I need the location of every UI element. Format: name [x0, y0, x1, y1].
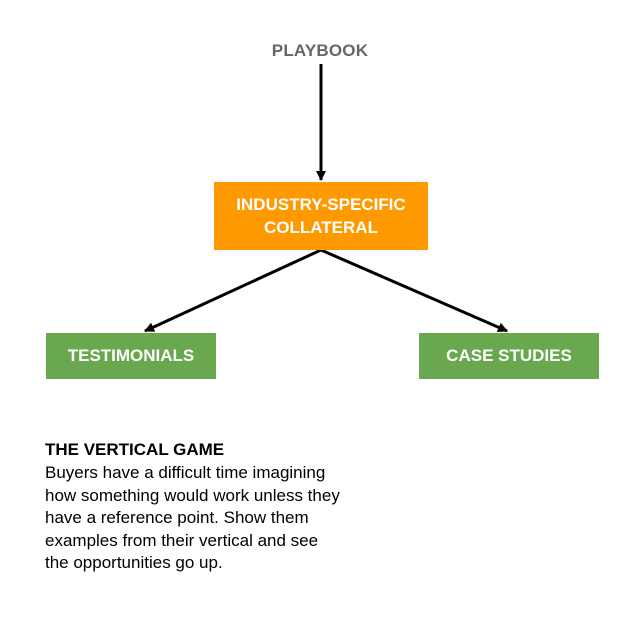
arrow-collateral-to-case-studies: [320, 248, 508, 333]
case-studies-node: CASE STUDIES: [419, 333, 599, 379]
testimonials-node: TESTIMONIALS: [46, 333, 216, 379]
playbook-label: PLAYBOOK: [271, 41, 369, 60]
note-title: THE VERTICAL GAME: [45, 440, 225, 459]
industry-specific-collateral-label: INDUSTRY-SPECIFIC COLLATERAL: [236, 195, 406, 237]
vertical-game-note: THE VERTICAL GAME Buyers have a difficul…: [45, 439, 345, 575]
arrow-collateral-to-testimonials: [144, 248, 322, 333]
industry-specific-collateral-node: INDUSTRY-SPECIFIC COLLATERAL: [214, 182, 428, 250]
note-body: Buyers have a difficult time imagining h…: [45, 463, 340, 572]
case-studies-label: CASE STUDIES: [446, 346, 572, 365]
testimonials-label: TESTIMONIALS: [67, 346, 195, 365]
